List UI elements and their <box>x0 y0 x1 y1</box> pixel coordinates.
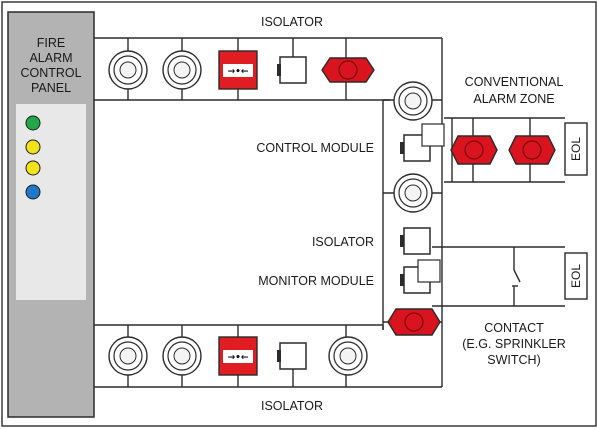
conventional-zone-label-line-1: CONVENTIONAL <box>465 75 564 89</box>
smoke-detector-right-2 <box>393 173 433 213</box>
isolator-top-label: ISOLATOR <box>261 15 323 29</box>
indicator-yellow-led <box>25 160 41 176</box>
panel-title-line-4: PANEL <box>31 81 71 95</box>
isolator-right-label: ISOLATOR <box>312 235 374 249</box>
panel-title-line-3: CONTROL <box>20 66 81 80</box>
contact-label-line-3: SWITCH) <box>487 353 540 367</box>
smoke-detector-bottom-1 <box>108 336 148 376</box>
eol-top-label: EOL <box>569 137 583 161</box>
indicator-yellow-led <box>25 139 41 155</box>
isolator-right <box>400 227 431 255</box>
fire-alarm-control-panel: FIRE ALARM CONTROL PANEL <box>7 11 95 418</box>
smoke-detector-top-1 <box>108 50 148 90</box>
contact-label-line-1: CONTACT <box>484 321 544 335</box>
control-module-label: CONTROL MODULE <box>256 141 374 155</box>
isolator-bottom <box>277 342 307 387</box>
svg-text:→•←: →•← <box>228 67 249 77</box>
smoke-detector-right-1 <box>393 81 433 121</box>
sounder-right <box>387 308 441 336</box>
smoke-detector-top-2 <box>162 50 202 90</box>
eol-resistor-top: EOL <box>564 122 588 176</box>
smoke-detector-bottom-2 <box>162 336 202 376</box>
panel-title-line-1: FIRE <box>37 36 65 50</box>
isolator-top <box>277 38 307 84</box>
panel-inner-face <box>16 104 86 300</box>
isolator-bottom-label: ISOLATOR <box>261 399 323 413</box>
contact-wiring <box>432 246 565 307</box>
monitor-module <box>400 259 441 294</box>
svg-text:→•←: →•← <box>228 353 249 363</box>
conventional-sounder-1 <box>450 135 498 165</box>
eol-resistor-bottom: EOL <box>564 252 588 300</box>
conventional-sounder-2 <box>508 135 556 165</box>
manual-call-point-bottom: →•← <box>218 336 258 376</box>
indicator-green-led <box>25 115 41 131</box>
eol-bottom-label: EOL <box>569 264 583 288</box>
monitor-module-label: MONITOR MODULE <box>258 274 374 288</box>
manual-call-point-top: →•← <box>218 50 258 90</box>
contact-label-line-2: (E.G. SPRINKLER <box>462 337 566 351</box>
panel-title-line-2: ALARM <box>29 51 72 65</box>
smoke-detector-bottom-3 <box>328 336 368 376</box>
sounder-top <box>321 57 375 83</box>
control-module <box>400 123 445 162</box>
conventional-zone-label-line-2: ALARM ZONE <box>473 92 554 106</box>
indicator-blue-led <box>25 184 41 200</box>
